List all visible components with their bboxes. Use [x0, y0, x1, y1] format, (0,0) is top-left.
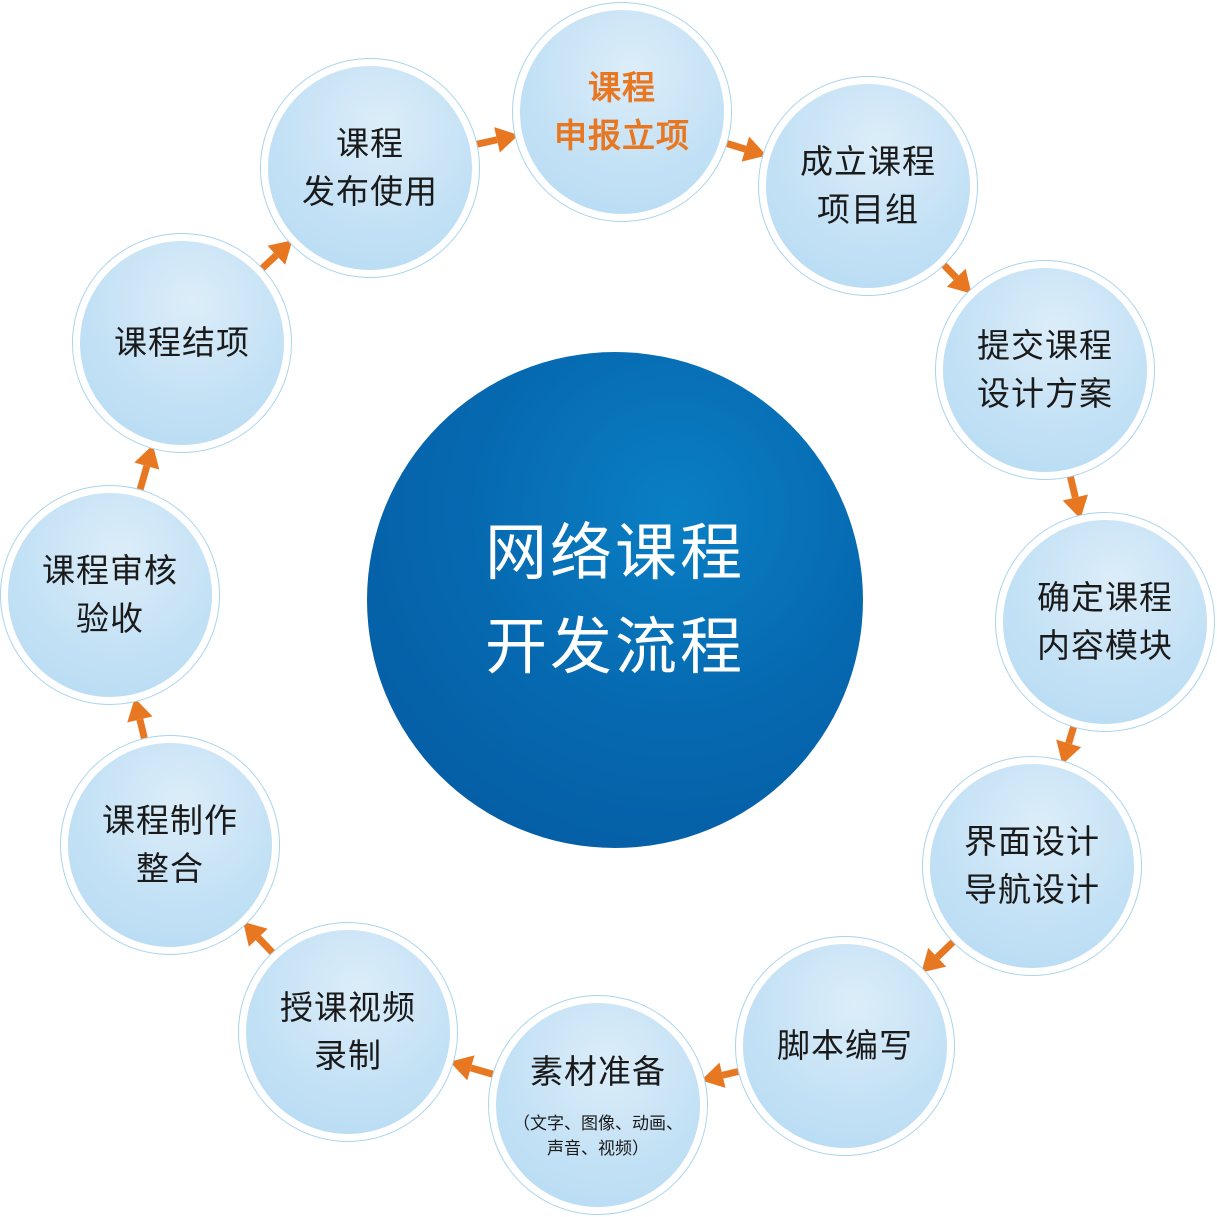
- step-node: 课程发布使用: [260, 58, 480, 278]
- step-node: 课程结项: [72, 233, 292, 453]
- step-node-inner: 界面设计导航设计: [930, 764, 1134, 968]
- step-label: 确定课程: [1037, 578, 1173, 617]
- step-label: 课程审核: [42, 551, 178, 590]
- step-label: 设计方案: [977, 374, 1113, 413]
- step-label: 课程制作: [102, 801, 238, 840]
- step-node: 提交课程设计方案: [935, 260, 1155, 480]
- step-label: 整合: [136, 849, 204, 888]
- arrow-head: [494, 127, 519, 153]
- arrow-head: [741, 136, 767, 162]
- flow-arrow: [134, 444, 160, 495]
- center-title-line: 网络课程: [484, 516, 745, 589]
- flow-arrow: [921, 936, 959, 973]
- arrow-head: [127, 698, 153, 723]
- step-node: 课程制作整合: [60, 735, 280, 955]
- flow-arrow: [1056, 722, 1082, 765]
- flow-arrow: [701, 1062, 743, 1088]
- step-node-inner: 脚本编写: [743, 944, 947, 1148]
- step-node-inner: 授课视频录制: [246, 930, 450, 1134]
- step-node-inner: 课程申报立项: [520, 10, 724, 214]
- step-label: 课程结项: [114, 323, 250, 362]
- step-node-inner: 确定课程内容模块: [1003, 520, 1207, 724]
- step-label: 脚本编写: [777, 1026, 913, 1065]
- step-node: 授课视频录制: [238, 922, 458, 1142]
- flow-arrow: [243, 921, 278, 958]
- step-node-inner: 成立课程项目组: [766, 84, 970, 288]
- step-label: 申报立项: [554, 116, 690, 155]
- arrow-head: [243, 921, 268, 947]
- step-label: 内容模块: [1037, 626, 1173, 665]
- step-label: 界面设计: [964, 822, 1100, 861]
- step-label: 授课视频: [280, 988, 416, 1027]
- arrow-head: [449, 1055, 475, 1081]
- step-node: 脚本编写: [735, 936, 955, 1156]
- step-label: 发布使用: [302, 172, 438, 211]
- step-label: 成立课程: [800, 142, 936, 181]
- step-node: 课程申报立项: [512, 2, 732, 222]
- step-label: 项目组: [817, 190, 919, 229]
- step-label: 验收: [76, 599, 144, 638]
- step-note-line: （文字、图像、动画、: [513, 1114, 683, 1134]
- step-node: 确定课程内容模块: [995, 512, 1215, 732]
- arrow-head: [134, 444, 160, 470]
- step-label: 课程: [336, 124, 404, 163]
- flow-arrow: [938, 259, 972, 294]
- arrow-head: [946, 268, 972, 294]
- step-node: 成立课程项目组: [758, 76, 978, 296]
- step-label: 素材准备: [530, 1052, 666, 1091]
- step-node: 素材准备 （文字、图像、动画、声音、视频）: [488, 995, 708, 1215]
- step-label: 录制: [314, 1036, 382, 1075]
- step-node: 界面设计导航设计: [922, 756, 1142, 976]
- arrow-head: [1062, 494, 1088, 519]
- step-node-inner: 课程发布使用: [268, 66, 472, 270]
- flow-arrow: [1062, 472, 1088, 519]
- arrow-shaft: [1066, 472, 1079, 499]
- arrow-head: [267, 240, 293, 265]
- step-label: 提交课程: [977, 326, 1113, 365]
- flow-arrow: [722, 136, 767, 162]
- arrow-head: [921, 947, 947, 973]
- step-node-inner: 课程审核验收: [8, 493, 212, 697]
- step-node: 课程审核验收: [0, 485, 220, 705]
- step-node-inner: 课程制作整合: [68, 743, 272, 947]
- step-node-inner: 课程结项: [80, 241, 284, 445]
- arrow-head: [701, 1062, 726, 1088]
- flow-arrow: [257, 240, 293, 274]
- flow-arrow: [449, 1055, 498, 1081]
- step-node-inner: 提交课程设计方案: [943, 268, 1147, 472]
- step-label: 导航设计: [964, 870, 1100, 909]
- flow-arrow: [127, 698, 153, 743]
- flow-arrow: [472, 127, 519, 153]
- step-note-line: 声音、视频）: [547, 1139, 649, 1159]
- step-note: （文字、图像、动画、声音、视频）: [513, 1112, 683, 1162]
- step-node-inner: 素材准备 （文字、图像、动画、声音、视频）: [496, 1003, 700, 1207]
- center-title-circle: 网络课程 开发流程: [367, 352, 863, 848]
- arrow-head: [1056, 739, 1082, 765]
- center-title-line: 开发流程: [484, 610, 745, 683]
- step-label: 课程: [588, 68, 656, 107]
